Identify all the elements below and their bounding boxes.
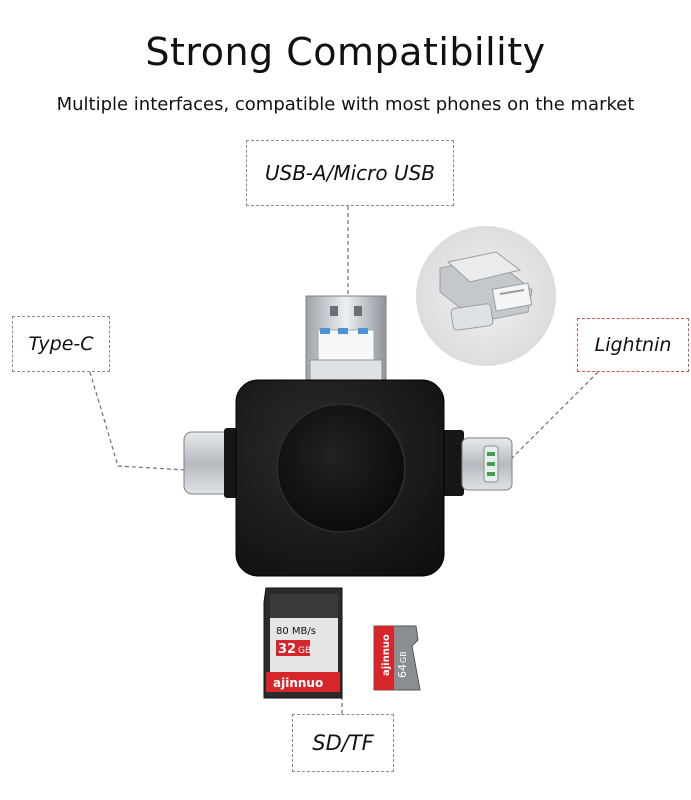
tf-brand-text: ajinnuo <box>381 634 392 676</box>
micro-usb-inset <box>416 226 556 366</box>
leader-typec <box>89 371 187 471</box>
tf-card <box>373 625 421 691</box>
sd-card <box>263 587 343 699</box>
usb-a-micro-usb-label: USB-A/Micro USB <box>246 140 454 206</box>
reader-body <box>235 379 445 577</box>
lightning-connector <box>440 430 513 496</box>
headline-title: Strong Compatibility <box>145 30 546 74</box>
sd-speed-text: 80 MB/s <box>276 626 316 637</box>
sd-tf-label: SD/TF <box>292 714 394 772</box>
sd-unit-text: GB <box>298 646 311 656</box>
tf-capacity-text: 64 <box>396 664 409 678</box>
leader-lines <box>89 206 599 714</box>
leader-lightning <box>507 371 599 463</box>
lightning-label: Lightnin <box>577 318 689 372</box>
sd-capacity-text: 32 <box>278 642 296 657</box>
headline-subtitle: Multiple interfaces, compatible with mos… <box>56 94 635 115</box>
tf-unit-text: GB <box>399 651 408 663</box>
type-c-label: Type-C <box>12 316 110 372</box>
sd-brand-text: ajinnuo <box>273 676 323 690</box>
usb-a-connector <box>305 295 387 383</box>
